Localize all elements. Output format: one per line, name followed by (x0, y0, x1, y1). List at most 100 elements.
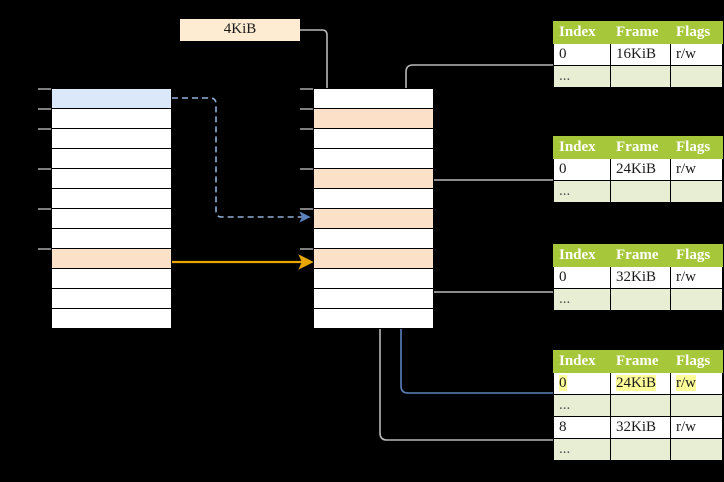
middle-memory-column-row-6[interactable] (313, 208, 434, 229)
left-memory-column-row-5[interactable] (51, 188, 172, 209)
page-table-3-header-flags: Flags (670, 244, 723, 267)
page-table-2-cell-0-1[interactable]: 24KiB (610, 158, 671, 181)
page-table-2-cell-1-2[interactable] (670, 180, 723, 203)
middle-memory-column-row-0[interactable] (313, 88, 434, 109)
page-table-1-cell-1-0[interactable]: ... (553, 65, 611, 88)
page-table-3-cell-0-0[interactable]: 0 (553, 266, 611, 289)
middle-memory-column-row-1[interactable] (313, 108, 434, 129)
page-table-3-header-index: Index (553, 244, 611, 267)
page-table-4-cell-3-0[interactable]: ... (553, 438, 611, 461)
page-table-4-cell-0-1[interactable]: 24KiB (610, 372, 671, 395)
middle-memory-column-row-5[interactable] (313, 188, 434, 209)
page-table-1-cell-0-0[interactable]: 0 (553, 43, 611, 66)
middle-memory-column-row-8[interactable] (313, 248, 434, 269)
left-memory-column-row-1[interactable] (51, 108, 172, 129)
page-table-1-cell-0-2[interactable]: r/w (670, 43, 723, 66)
left-memory-column (38, 88, 172, 329)
left-memory-column-row-10[interactable] (51, 288, 172, 309)
wire-left-blue-to-middle (172, 97, 311, 223)
page-table-2-row[interactable]: ... (553, 180, 723, 203)
page-table-1-row[interactable]: ... (553, 65, 723, 88)
middle-memory-column-tick-6 (300, 208, 313, 210)
middle-memory-column-row-4[interactable] (313, 168, 434, 189)
page-table-2-cell-0-2[interactable]: r/w (670, 158, 723, 181)
middle-memory-column-tick-2 (300, 128, 313, 130)
page-table-4-header-flags: Flags (670, 350, 723, 373)
middle-memory-column-tick-1 (300, 108, 313, 110)
left-memory-column-row-7[interactable] (51, 228, 172, 249)
page-table-4-header-frame: Frame (610, 350, 671, 373)
page-table-4-cell-3-1[interactable] (610, 438, 671, 461)
page-table-2-header-frame: Frame (610, 136, 671, 159)
middle-memory-column-row-10[interactable] (313, 288, 434, 309)
middle-memory-column-tick-8 (300, 248, 313, 250)
left-memory-column-row-0[interactable] (51, 88, 172, 109)
middle-memory-column-row-11[interactable] (313, 308, 434, 329)
middle-memory-column (300, 88, 434, 329)
page-table-2-cell-1-1[interactable] (610, 180, 671, 203)
page-table-1-cell-1-1[interactable] (610, 65, 671, 88)
page-table-4-cell-1-0[interactable]: ... (553, 394, 611, 417)
page-table-2-cell-0-0[interactable]: 0 (553, 158, 611, 181)
size-label-4kib: 4KiB (180, 19, 300, 41)
left-memory-column-row-8[interactable] (51, 248, 172, 269)
page-table-4-row[interactable]: 0 24KiB r/w (553, 372, 723, 395)
page-table-3-row[interactable]: ... (553, 288, 723, 311)
page-table-1-cell-0-1[interactable]: 16KiB (610, 43, 671, 66)
middle-memory-column-tick-4 (300, 168, 313, 170)
page-table-4-cell-3-2[interactable] (670, 438, 723, 461)
page-table-4-cell-2-2[interactable]: r/w (670, 416, 723, 439)
page-table-2-cell-1-0[interactable]: ... (553, 180, 611, 203)
left-memory-column-row-11[interactable] (51, 308, 172, 329)
page-table-3-cell-1-0[interactable]: ... (553, 288, 611, 311)
page-table-3-cell-0-1[interactable]: 32KiB (610, 266, 671, 289)
left-memory-column-tick-6 (38, 208, 51, 210)
page-table-3-cell-0-2[interactable]: r/w (670, 266, 723, 289)
highlighted-value: 24KiB (616, 375, 657, 391)
left-memory-column-row-9[interactable] (51, 268, 172, 289)
page-table-2-header-index: Index (553, 136, 611, 159)
left-memory-column-row-3[interactable] (51, 148, 172, 169)
highlighted-value: r/w (676, 375, 696, 391)
page-table-4-header-index: Index (553, 350, 611, 373)
page-table-4-cell-1-1[interactable] (610, 394, 671, 417)
page-table-2-header-flags: Flags (670, 136, 723, 159)
page-table-4-row[interactable]: ... (553, 394, 723, 417)
left-memory-column-row-4[interactable] (51, 168, 172, 189)
left-memory-column-tick-2 (38, 128, 51, 130)
page-table-4-cell-0-0[interactable]: 0 (553, 372, 611, 395)
middle-memory-column-row-2[interactable] (313, 128, 434, 149)
page-table-1-cell-1-2[interactable] (670, 65, 723, 88)
middle-memory-column-row-7[interactable] (313, 228, 434, 249)
page-table-4-cell-0-2[interactable]: r/w (670, 372, 723, 395)
page-table-4-cell-2-1[interactable]: 32KiB (610, 416, 671, 439)
page-table-1-header-index: Index (553, 21, 611, 44)
left-memory-column-row-6[interactable] (51, 208, 172, 229)
page-table-1-header-flags: Flags (670, 21, 723, 44)
middle-memory-column-row-9[interactable] (313, 268, 434, 289)
page-table-4-cell-2-0[interactable]: 8 (553, 416, 611, 439)
page-table-3-cell-1-1[interactable] (610, 288, 671, 311)
left-memory-column-tick-0 (38, 88, 51, 90)
left-memory-column-tick-8 (38, 248, 51, 250)
page-table-3-cell-1-2[interactable] (670, 288, 723, 311)
left-memory-column-row-2[interactable] (51, 128, 172, 149)
page-table-4-cell-1-2[interactable] (670, 394, 723, 417)
page-table-4-row[interactable]: ... (553, 438, 723, 461)
middle-memory-column-row-3[interactable] (313, 148, 434, 169)
